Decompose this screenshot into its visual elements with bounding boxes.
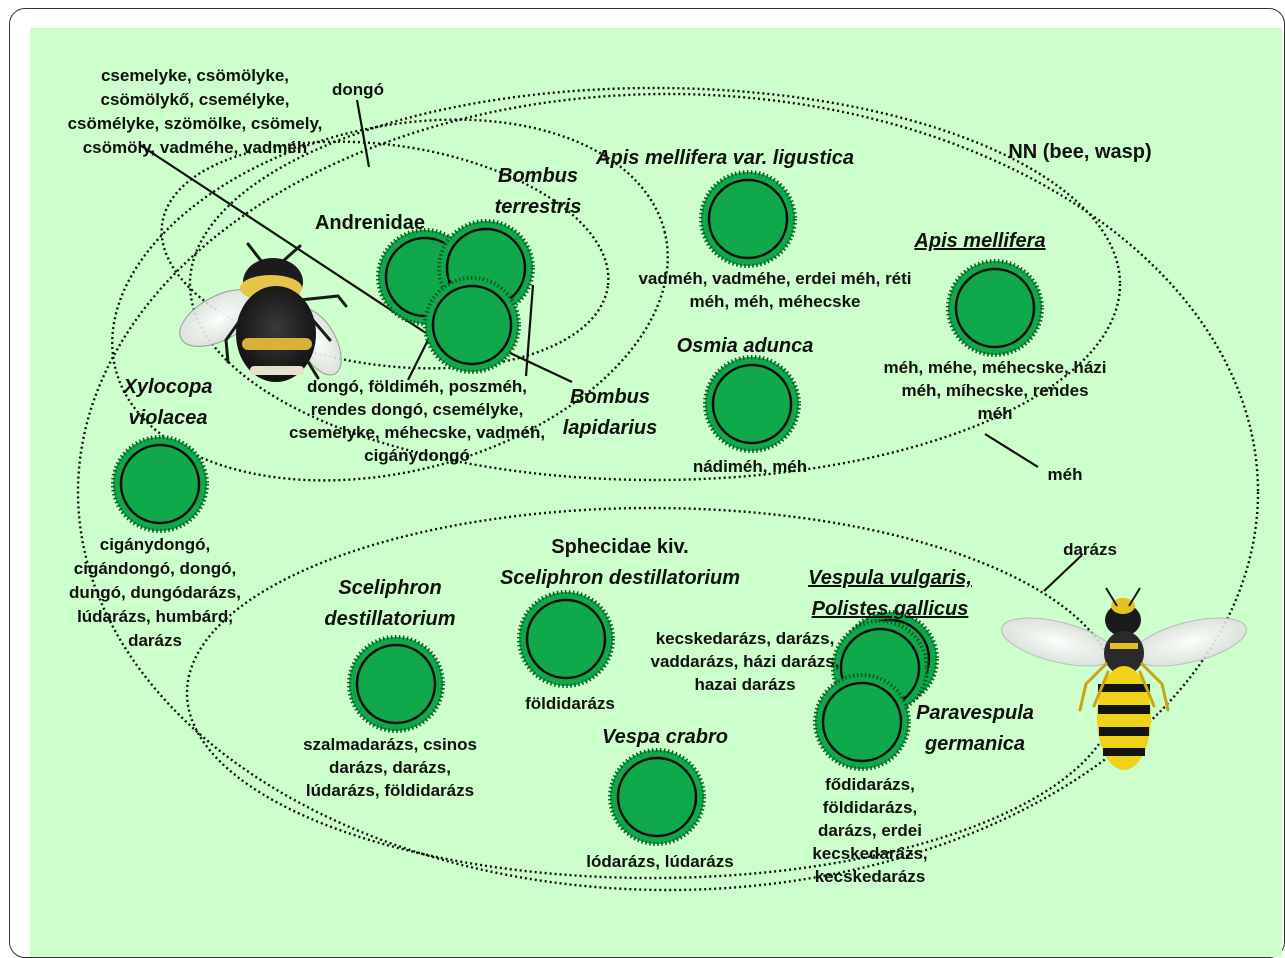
- nn-bee-wasp-label: NN (bee, wasp): [1008, 141, 1152, 163]
- taxon-vespa-crabro: Vespa crabro: [602, 726, 728, 748]
- line-darazs: [1043, 554, 1083, 592]
- apis-ligustica-text: Apis mellifera var. ligustica: [596, 147, 854, 169]
- node-paravespula: [813, 673, 911, 771]
- darazs-label: darázs: [1063, 540, 1117, 559]
- vespa-names: lódarázs, lúdarázs: [586, 852, 734, 871]
- vespula-names: kecskedarázs, darázs,vaddarázs, házi dar…: [650, 629, 840, 694]
- csemelyke-names: csemelyke, csömölyke,csömölykő, csemélyk…: [67, 66, 323, 157]
- node-sphecidae: [517, 590, 615, 688]
- line-csemelyke: [139, 144, 433, 338]
- bumblebee-illustration: [179, 242, 348, 382]
- connector-lines: [139, 99, 1083, 592]
- line-bombus-lapidarius: [507, 351, 573, 383]
- ellipse-dongo: [111, 118, 669, 482]
- node-vespa: [608, 748, 706, 846]
- line-bombus-names: [407, 337, 430, 381]
- sphecidae-names: földidarázs: [525, 694, 615, 713]
- node-sceliphron: [347, 635, 445, 733]
- taxon-sphecidae: Sphecidae kiv. Sceliphron destillatorium: [499, 536, 741, 589]
- taxon-andrenidae: Andrenidae: [314, 212, 426, 234]
- node-xylocopa: [111, 435, 209, 533]
- bombus-names: dongó, földiméh, poszméh,rendes dongó, c…: [288, 377, 546, 465]
- taxon-apis-ligustica: Apis mellifera var. ligustica: [575, 143, 875, 174]
- osmia-names: nádiméh, méh: [692, 457, 808, 476]
- node-osmia: [703, 355, 801, 453]
- taxon-apis-mellifera: Apis mellifera: [914, 230, 1046, 252]
- species-nodes: [111, 170, 1044, 846]
- node-apis-mellifera: [946, 259, 1044, 357]
- meh-label: méh: [1047, 465, 1083, 484]
- node-bombus-lapidarius: [423, 276, 521, 374]
- line-meh: [984, 433, 1039, 468]
- wasp-illustration: [1001, 587, 1247, 770]
- line-dongo: [355, 99, 371, 168]
- ellipse-nn-bee-wasp: [76, 92, 1260, 892]
- taxon-vespula-polistes: Vespula vulgaris,Polistes gallicus: [808, 567, 972, 620]
- taxon-osmia: Osmia adunca: [676, 335, 814, 357]
- ellipse-bee-group: [188, 86, 1122, 482]
- node-apis-ligustica: [699, 170, 797, 268]
- xylocopa-names: cigánydongó,cigándongó, dongó, dungó, du…: [69, 535, 241, 650]
- dongo-label: dongó: [332, 80, 384, 99]
